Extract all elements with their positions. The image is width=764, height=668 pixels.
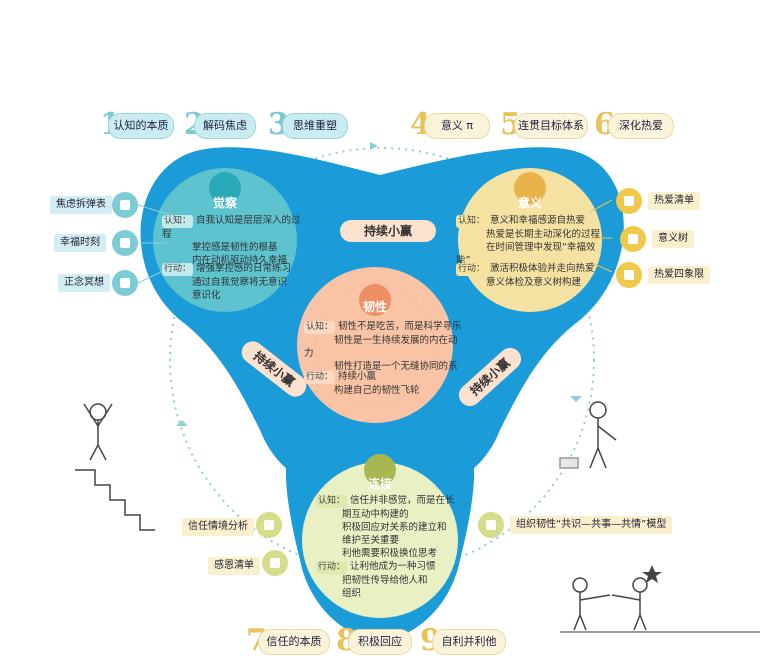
- connection-cog-line-3: 积极回应对关系的建立和: [342, 522, 447, 533]
- step-pill-2: 解码焦虑: [194, 113, 256, 139]
- step-pill-4: 意义 π: [424, 113, 490, 139]
- cycle-ring: [169, 147, 595, 573]
- meaning-action: 行动： 激活积极体验并走向热爱 意义体检及意义树构建: [456, 262, 606, 289]
- gratitude-icon: [262, 550, 288, 576]
- climber-figure: [75, 403, 155, 531]
- meaning-cog-line-3: 在时间管理中发现“幸福效能”: [456, 242, 596, 266]
- meaning-cog-tag: 认知：: [456, 215, 488, 228]
- cycle-arrow-top: [370, 142, 378, 150]
- step-pill-5: 连贯目标体系: [514, 113, 588, 139]
- tool-anxiety-defuse-table: 焦虑拆弹表: [50, 196, 112, 214]
- meaning-act-line-1: 激活积极体验并走向热爱: [490, 263, 595, 274]
- resilience-badge: [359, 284, 391, 316]
- thinking-figure: [559, 401, 617, 469]
- tool-passion-quadrant: 热爱四象限: [648, 266, 710, 284]
- passion-quadrant-icon: [616, 262, 642, 288]
- awareness-act-tag: 行动：: [162, 263, 194, 276]
- tool-gratitude-list: 感恩清单: [208, 557, 260, 575]
- connection-act-line-3: 组织: [342, 588, 362, 599]
- cycle-arrow-right: [570, 396, 582, 402]
- connection-cognition: 认知： 信任并非感觉，而是在长 期互动中构建的 积极回应对关系的建立和 维护至关…: [316, 494, 456, 560]
- meaning-circle: [458, 168, 602, 312]
- connection-act-line-2: 把韧性传导给他人和: [342, 575, 428, 586]
- banner-continuous-wins-top: 持续小赢: [340, 220, 436, 242]
- meaning-title: 意义: [517, 196, 542, 210]
- happy-moments-icon: [112, 230, 138, 256]
- awareness-action: 行动： 增强掌控感的日常练习 通过自我觉察将无意识 意识化: [162, 262, 302, 302]
- awareness-title: 觉察: [212, 196, 237, 210]
- step-pill-8: 积极回应: [348, 629, 412, 655]
- org-model-icon: [478, 512, 504, 538]
- awareness-act-line-3: 意识化: [192, 290, 221, 301]
- awareness-cog-line-2: 掌控感是韧性的根基: [192, 242, 278, 253]
- awareness-circle: [153, 168, 297, 312]
- connection-act-line-1: 让利他成为一种习惯: [350, 561, 436, 572]
- step-pill-1: 认知的本质: [108, 113, 174, 139]
- resilience-action: 行动： 持续小赢 构建自己的韧性飞轮: [304, 370, 454, 397]
- step-pill-9: 自利并利他: [432, 629, 506, 655]
- connection-badge: [364, 454, 396, 486]
- tool-trust-analysis: 信任情境分析: [182, 518, 254, 536]
- resilience-cog-line-1: 韧性不是吃苦，而是科学寻乐: [338, 321, 462, 332]
- connection-action: 行动： 让利他成为一种习惯 把韧性传导给他人和 组织: [316, 560, 456, 600]
- meaning-cog-line-1: 意义和幸福感源自热爱: [490, 215, 586, 226]
- handshake-icon: [256, 512, 282, 538]
- resilience-act-line-1: 持续小赢: [338, 371, 377, 382]
- resilience-cog-line-2: 韧性是一生持续发展的内在动力: [304, 335, 458, 359]
- resilience-circle: [297, 267, 453, 423]
- step-pill-7: 信任的本质: [258, 629, 330, 655]
- resilience-title: 韧性: [362, 300, 387, 314]
- meaning-act-tag: 行动：: [456, 263, 488, 276]
- meaning-cognition: 认知： 意义和幸福感源自热爱 热爱是长期主动深化的过程 在时间管理中发现“幸福效…: [456, 214, 606, 267]
- meaning-badge: [514, 172, 546, 204]
- tool-mindfulness: 正念冥想: [58, 274, 110, 292]
- resilience-cog-tag: 认知：: [304, 321, 336, 334]
- resilience-cognition: 认知： 韧性不是吃苦，而是科学寻乐 韧性是一生持续发展的内在动力 韧性打造是一个…: [304, 320, 464, 386]
- tool-happy-moments: 幸福时刻: [54, 234, 106, 252]
- resilience-act-line-2: 构建自己的韧性飞轮: [334, 385, 420, 396]
- awareness-act-line-1: 增强掌控感的日常练习: [196, 263, 292, 274]
- meaning-tree-icon: [620, 226, 646, 252]
- mindfulness-icon: [112, 270, 138, 296]
- step-pill-6: 深化热爱: [608, 113, 674, 139]
- handshake-figures: [560, 577, 760, 633]
- connection-cog-tag: 认知：: [316, 495, 348, 508]
- meaning-act-line-2: 意义体检及意义树构建: [486, 277, 582, 288]
- connection-title: 连接: [367, 477, 392, 491]
- star-icon: [642, 565, 662, 583]
- awareness-act-line-2: 通过自我觉察将无意识: [192, 277, 288, 288]
- meaning-cog-line-2: 热爱是长期主动深化的过程: [486, 229, 601, 240]
- awareness-cog-line-3: 内在动机驱动持久幸福: [192, 255, 288, 266]
- connection-cog-line-5: 利他需要积极换位思考: [342, 548, 438, 559]
- tool-passion-list: 热爱清单: [648, 192, 700, 210]
- tool-meaning-tree: 意义树: [652, 230, 694, 248]
- connection-cog-line-1: 信任并非感觉，而是在长: [350, 495, 455, 506]
- awareness-cognition: 认知： 自我认知是层层深入的过程 掌控感是韧性的根基 内在动机驱动持久幸福: [162, 214, 302, 267]
- passion-list-icon: [616, 188, 642, 214]
- connection-act-tag: 行动：: [316, 561, 348, 574]
- tool-org-resilience-model: 组织韧性“共识—共事—共情”模型: [510, 516, 673, 534]
- awareness-cog-line-1: 自我认知是层层深入的过程: [162, 215, 301, 240]
- resilience-act-tag: 行动：: [304, 371, 336, 384]
- anxiety-defuse-icon: [112, 192, 138, 218]
- cycle-arrow-left: [176, 420, 188, 426]
- connection-cog-line-4: 维护至关重要: [342, 535, 400, 546]
- step-pill-3: 思维重塑: [282, 113, 348, 139]
- awareness-badge: [209, 172, 241, 204]
- connection-cog-line-2: 期互动中构建的: [342, 509, 409, 520]
- awareness-cog-tag: 认知：: [162, 215, 194, 228]
